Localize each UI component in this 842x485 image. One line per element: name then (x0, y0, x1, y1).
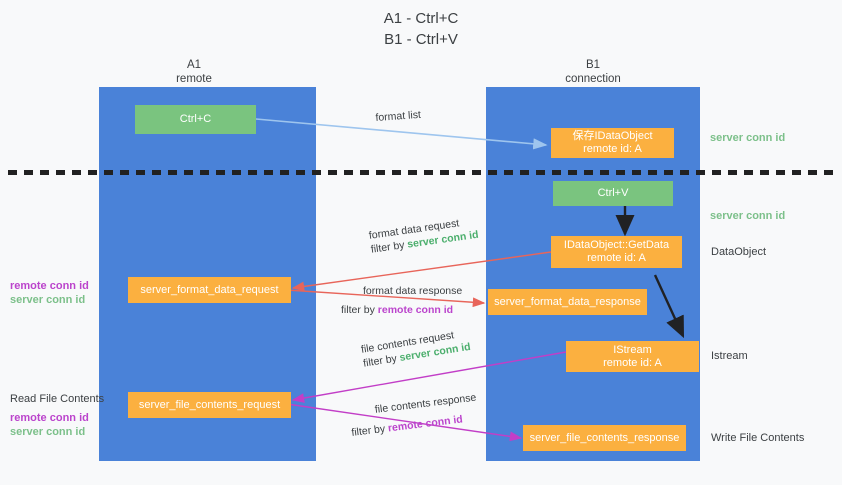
node-istream-sub: remote id: A (603, 356, 662, 369)
node-istream[interactable]: IStream remote id: A (566, 341, 699, 372)
column-header-a1: A1 remote (124, 58, 264, 86)
left-label-server-conn-id-2: server conn id (10, 426, 86, 438)
column-a1-name: A1 (186, 59, 202, 71)
left-label-remote-conn-id-2: remote conn id (10, 412, 89, 424)
node-getdata-sub: remote id: A (587, 252, 646, 264)
left-label-remote-conn-id-1: remote conn id (10, 280, 89, 292)
right-label-server-conn-id-2: server conn id (710, 210, 786, 222)
filter-prefix: filter by (350, 422, 389, 439)
edge-label-format-list-text: format list (375, 108, 422, 124)
node-ctrl-c[interactable]: Ctrl+C (135, 105, 256, 134)
title-line-2: B1 - Ctrl+V (384, 31, 458, 48)
edge-file-contents-response-filter: filter by remote conn id (351, 410, 480, 440)
node-server-file-contents-response[interactable]: server_file_contents_response (523, 425, 686, 451)
node-server-file-contents-response-label: server_file_contents_response (529, 431, 680, 444)
page-title: A1 - Ctrl+C B1 - Ctrl+V (0, 8, 842, 50)
edge-label-format-data-response: format data response filter by remote co… (341, 284, 463, 317)
node-save-idataobject[interactable]: 保存IDataObject remote id: A (551, 128, 674, 158)
filter-prefix: filter by (370, 238, 409, 256)
node-getdata[interactable]: IDataObject::GetData remote id: A (551, 236, 682, 268)
node-ctrl-v[interactable]: Ctrl+V (553, 181, 673, 206)
node-server-file-contents-request[interactable]: server_file_contents_request (128, 392, 291, 418)
right-label-dataobject: DataObject (711, 246, 767, 258)
phase-divider (8, 170, 834, 175)
column-a1-sub: remote (176, 73, 212, 85)
edge-label-format-list: format list (375, 108, 421, 125)
edge-format-data-response-filter: filter by remote conn id (341, 303, 462, 317)
column-b1-name: B1 (585, 59, 601, 71)
node-istream-label: IStream (613, 343, 652, 356)
node-server-format-data-response[interactable]: server_format_data_response (488, 289, 647, 315)
edge-format-data-response-text: format data response (363, 285, 463, 297)
column-header-b1: B1 connection (523, 58, 663, 86)
node-server-format-data-request-label: server_format_data_request (140, 283, 279, 296)
node-server-file-contents-request-label: server_file_contents_request (138, 398, 281, 411)
filter-key-remote-conn-id: remote conn id (377, 304, 454, 316)
left-label-server-conn-id-1: server conn id (10, 294, 86, 306)
edge-label-file-contents-response: file contents response filter by remote … (351, 391, 480, 439)
right-label-server-conn-id-1: server conn id (710, 132, 786, 144)
filter-key-remote-conn-id: remote conn id (387, 413, 464, 435)
node-server-format-data-request[interactable]: server_format_data_request (128, 277, 291, 303)
filter-prefix: filter by (341, 304, 378, 316)
edge-label-file-contents-request: file contents request filter by server c… (360, 326, 472, 371)
title-line-1: A1 - Ctrl+C (383, 10, 459, 27)
edge-label-format-data-request: format data request filter by server con… (368, 214, 479, 257)
node-save-idataobject-label: 保存IDataObject (572, 130, 653, 142)
right-label-istream: Istream (711, 350, 748, 362)
node-ctrl-v-label: Ctrl+V (597, 187, 629, 199)
node-getdata-label: IDataObject::GetData (563, 239, 670, 251)
column-b1-sub: connection (565, 73, 621, 85)
node-ctrl-c-label: Ctrl+C (179, 113, 212, 125)
node-save-idataobject-sub: remote id: A (583, 143, 642, 155)
right-label-write-file-contents: Write File Contents (711, 432, 805, 444)
node-server-format-data-response-label: server_format_data_response (494, 295, 641, 308)
left-label-read-file-contents: Read File Contents (10, 393, 105, 405)
